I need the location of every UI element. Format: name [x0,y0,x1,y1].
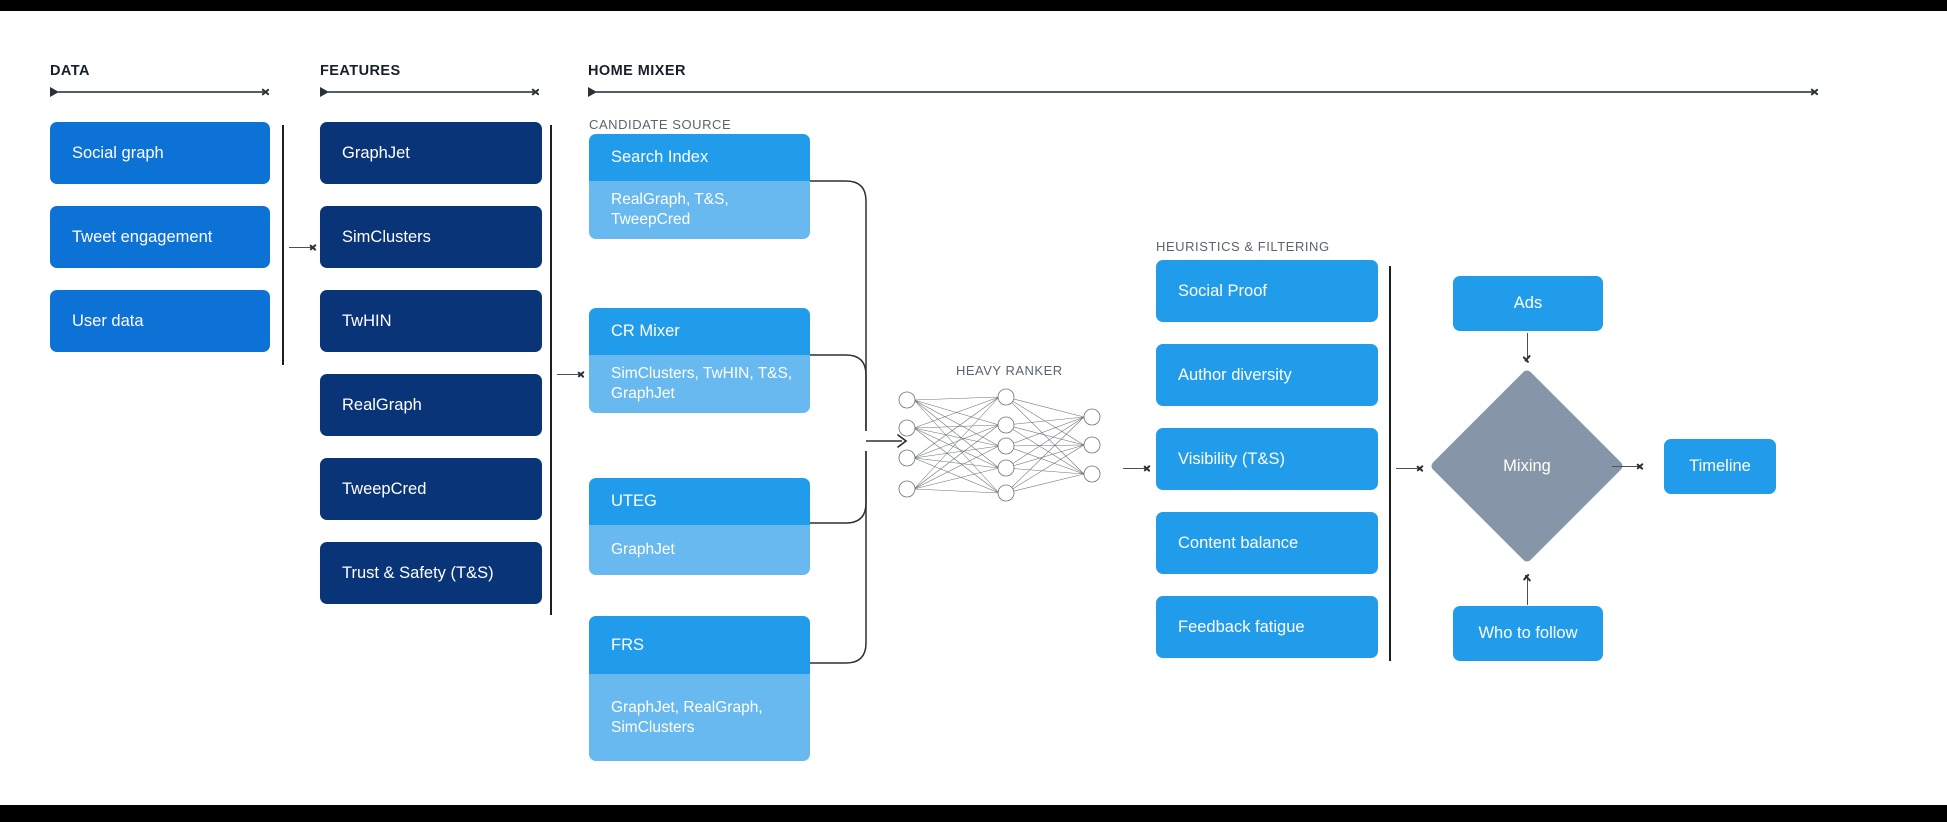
rule-line-data [58,91,264,94]
candidate-source-features: RealGraph, T&S, TweepCred [589,181,810,239]
heuristic-box-feedback-fatigue[interactable]: Feedback fatigue [1156,596,1378,658]
feature-box-label: TweepCred [342,479,427,498]
feature-box-label: Trust & Safety (T&S) [342,563,494,582]
heuristic-box-label: Social Proof [1178,281,1267,300]
divider-heuristics-mixing [1389,266,1391,661]
feature-box-trust-safety[interactable]: Trust & Safety (T&S) [320,542,542,604]
candidate-source-frs[interactable]: FRS GraphJet, RealGraph, SimClusters [589,616,810,761]
rule-start-triangle-features [320,87,329,97]
arrow-line [1123,467,1146,470]
feature-box-label: SimClusters [342,227,431,246]
candidate-source-name: Search Index [589,134,810,181]
feature-box-label: RealGraph [342,395,422,414]
heuristic-box-label: Visibility (T&S) [1178,449,1285,468]
feature-box-twhin[interactable]: TwHIN [320,290,542,352]
heuristic-box-visibility[interactable]: Visibility (T&S) [1156,428,1378,490]
heuristic-box-label: Content balance [1178,533,1299,552]
candidate-source-uteg[interactable]: UTEG GraphJet [589,478,810,575]
subsection-title-heuristics: HEURISTICS & FILTERING [1156,239,1330,254]
mixing-input-who-to-follow[interactable]: Who to follow [1453,606,1603,661]
mixing-input-ads[interactable]: Ads [1453,276,1603,331]
ads-label: Ads [1513,294,1543,312]
arrow-line [1526,579,1529,605]
divider-features-home-mixer [550,125,552,615]
section-title-data: DATA [50,63,90,79]
rule-start-triangle-data [50,87,59,97]
heuristic-box-label: Feedback fatigue [1178,617,1305,636]
section-rule-data [50,87,275,97]
arrow-head [578,369,589,380]
rule-arrowhead-features [532,86,544,98]
arrow-line [1526,333,1529,359]
data-box-user-data[interactable]: User data [50,290,270,352]
arrow-ads-to-mixing [1522,333,1533,367]
rule-start-triangle-home-mixer [588,87,597,97]
candidate-source-search-index[interactable]: Search Index RealGraph, T&S, TweepCred [589,134,810,239]
rule-line-home-mixer [596,91,1813,94]
arrow-who-to-follow-to-mixing [1522,571,1533,605]
subsection-title-heavy-ranker: HEAVY RANKER [956,363,1063,378]
feature-box-label: GraphJet [342,143,410,162]
arrow-heuristics-to-mixing [1396,463,1428,474]
arrow-line [1612,465,1639,468]
feature-box-realgraph[interactable]: RealGraph [320,374,542,436]
heuristic-box-social-proof[interactable]: Social Proof [1156,260,1378,322]
arrow-head [1522,571,1533,582]
candidate-source-features: SimClusters, TwHIN, T&S, GraphJet [589,355,810,413]
section-rule-features [320,87,545,97]
arrow-head [1144,463,1155,474]
arrow-head [1417,463,1428,474]
arrow-head [1522,356,1533,367]
candidate-source-cr-mixer[interactable]: CR Mixer SimClusters, TwHIN, T&S, GraphJ… [589,308,810,413]
arrow-data-to-features [289,242,321,253]
arrow-line [557,373,580,376]
section-title-features: FEATURES [320,63,401,79]
candidate-source-name: CR Mixer [589,308,810,355]
section-title-home-mixer: HOME MIXER [588,63,686,79]
feature-box-label: TwHIN [342,311,392,330]
rule-line-features [328,91,534,94]
rule-arrowhead-data [262,86,274,98]
arrow-head [1637,461,1648,472]
timeline-output-box[interactable]: Timeline [1664,439,1776,494]
heavy-ranker-network [898,388,1101,502]
arrow-ranker-to-heuristics [1123,463,1155,474]
candidate-source-connectors [810,180,908,664]
who-to-follow-label: Who to follow [1478,624,1578,642]
data-box-label: Tweet engagement [72,227,213,246]
divider-data-features [282,125,284,365]
rule-arrowhead-home-mixer [1811,86,1823,98]
heuristic-box-label: Author diversity [1178,365,1292,384]
data-box-label: Social graph [72,143,164,162]
feature-box-simclusters[interactable]: SimClusters [320,206,542,268]
arrow-line [1396,467,1419,470]
data-box-social-graph[interactable]: Social graph [50,122,270,184]
top-letterbox-bar [0,0,1947,11]
subsection-title-candidate-source: CANDIDATE SOURCE [589,117,732,132]
heuristic-box-author-diversity[interactable]: Author diversity [1156,344,1378,406]
heuristic-box-content-balance[interactable]: Content balance [1156,512,1378,574]
candidate-source-features: GraphJet [589,525,810,575]
arrow-features-to-candidate-source [557,369,589,380]
candidate-source-name: FRS [589,616,810,674]
diagram-canvas: DATA FEATURES HOME MIXER CANDIDATE SOURC… [0,11,1947,805]
timeline-label: Timeline [1689,457,1751,475]
candidate-source-features: GraphJet, RealGraph, SimClusters [589,674,810,761]
data-box-label: User data [72,311,144,330]
mixing-diamond-label: Mixing [1503,456,1551,475]
candidate-source-name: UTEG [589,478,810,525]
data-box-tweet-engagement[interactable]: Tweet engagement [50,206,270,268]
bottom-letterbox-bar [0,805,1947,822]
arrow-line [289,246,312,249]
feature-box-tweepcred[interactable]: TweepCred [320,458,542,520]
section-rule-home-mixer [588,87,1828,97]
arrow-mixing-to-timeline [1612,461,1648,472]
feature-box-graphjet[interactable]: GraphJet [320,122,542,184]
